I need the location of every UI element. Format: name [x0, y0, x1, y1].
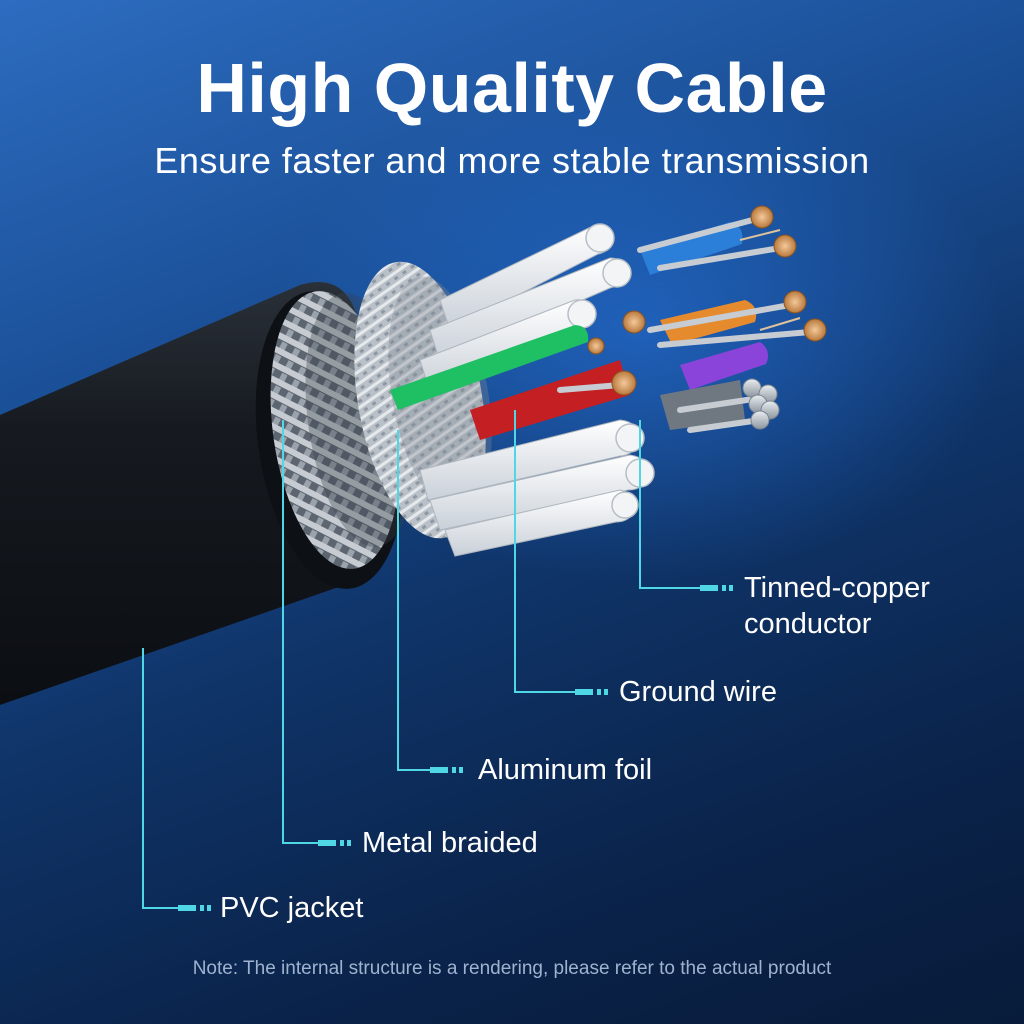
- page-title: High Quality Cable: [196, 49, 828, 127]
- leader-line-tinned-copper: [639, 420, 700, 589]
- callout-label: Metal braided: [362, 827, 538, 859]
- callout-metal-braided: Metal braided: [362, 825, 538, 861]
- callout-label: conductor: [744, 608, 872, 640]
- disclaimer-note: Note: The internal structure is a render…: [192, 958, 832, 979]
- leader-line-aluminum-foil: [397, 430, 430, 771]
- leader-line-metal-braided: [282, 420, 318, 844]
- page-subtitle: Ensure faster and more stable transmissi…: [154, 140, 870, 181]
- leader-line-ground-wire: [514, 410, 575, 693]
- leader-line-pvc-jacket: [142, 648, 178, 909]
- callout-label: Tinned-copper: [744, 572, 930, 604]
- callout-label: Aluminum foil: [478, 754, 653, 786]
- callout-pvc-jacket: PVC jacket: [220, 890, 363, 926]
- callout-label: Ground wire: [619, 676, 777, 708]
- callout-ground-wire: Ground wire: [619, 674, 777, 710]
- callout-label: PVC jacket: [220, 892, 364, 924]
- callout-aluminum-foil: Aluminum foil: [478, 752, 652, 788]
- callout-tinned-copper: Tinned-copper conductor: [744, 570, 930, 642]
